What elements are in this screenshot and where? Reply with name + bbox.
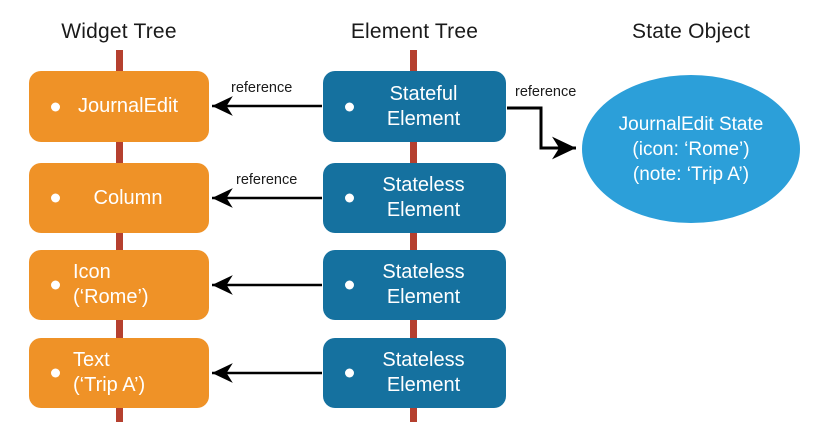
widget-node-journaledit[interactable]: JournalEdit bbox=[29, 71, 209, 142]
element-node-stateless-1[interactable]: Stateless Element bbox=[323, 163, 506, 233]
element-node-stateful[interactable]: Stateful Element bbox=[323, 71, 506, 142]
node-bullet-icon bbox=[345, 102, 354, 111]
reference-label-column: reference bbox=[236, 172, 298, 188]
widget-node-text[interactable]: Text (‘Trip A’) bbox=[29, 338, 209, 408]
widget-node-label: Column bbox=[93, 186, 163, 209]
widget-tree-title: Widget Tree bbox=[61, 20, 177, 43]
element-tree-spine bbox=[410, 50, 417, 422]
node-bullet-icon bbox=[345, 368, 354, 378]
node-bullet-icon bbox=[345, 280, 354, 290]
node-bullet-icon bbox=[51, 102, 60, 111]
widget-tree-spine bbox=[116, 50, 123, 422]
element-node-stateless-3[interactable]: Stateless Element bbox=[323, 338, 506, 408]
node-bullet-icon bbox=[345, 193, 354, 203]
element-node-label: Stateless Element bbox=[382, 261, 465, 308]
element-node-label: Stateless Element bbox=[382, 349, 465, 396]
widget-node-label: JournalEdit bbox=[77, 95, 179, 117]
state-object-ellipse[interactable]: JournalEdit State (icon: ‘Rome’) (note: … bbox=[582, 75, 800, 223]
node-bullet-icon bbox=[51, 193, 60, 203]
element-node-stateless-2[interactable]: Stateless Element bbox=[323, 250, 506, 320]
element-node-label: Stateless Element bbox=[382, 174, 465, 221]
reference-label-journaledit: reference bbox=[231, 80, 293, 96]
element-node-label: Stateful Element bbox=[386, 82, 461, 130]
widget-node-column[interactable]: Column bbox=[29, 163, 209, 233]
node-bullet-icon bbox=[51, 280, 60, 290]
widget-node-label: Text (‘Trip A’) bbox=[73, 349, 146, 396]
state-object-title: State Object bbox=[632, 20, 750, 43]
widget-node-icon[interactable]: Icon (‘Rome’) bbox=[29, 250, 209, 320]
arrow-stateful-to-state-object bbox=[507, 106, 576, 160]
state-object-label: JournalEdit State (icon: ‘Rome’) (note: … bbox=[618, 113, 764, 185]
reference-label-state-object: reference bbox=[515, 84, 577, 100]
element-tree-title: Element Tree bbox=[350, 20, 479, 43]
node-bullet-icon bbox=[51, 368, 60, 378]
widget-node-label: Icon (‘Rome’) bbox=[73, 261, 149, 308]
